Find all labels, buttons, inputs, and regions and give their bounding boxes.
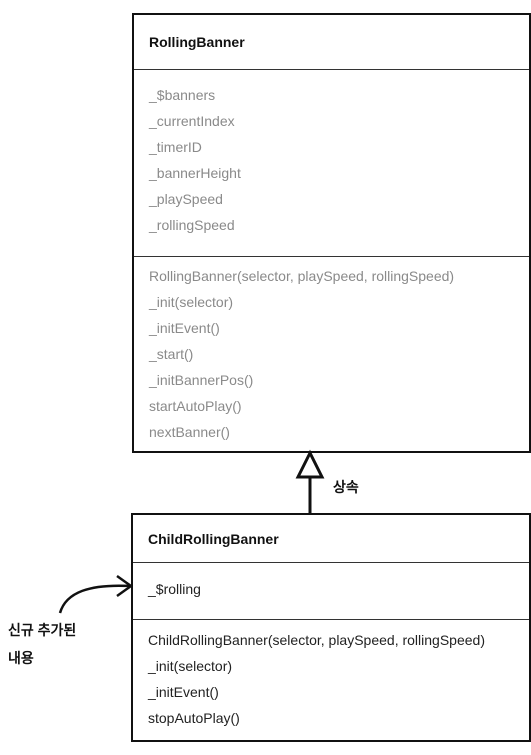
- operation: RollingBanner(selector, playSpeed, rolli…: [149, 268, 455, 284]
- class-name: RollingBanner: [134, 15, 529, 70]
- attribute: _timerID: [149, 139, 202, 155]
- inheritance-label: 상속: [333, 479, 359, 495]
- attributes-section: _$banners _currentIndex _timerID _banner…: [134, 70, 529, 257]
- annotation-label-line2: 내용: [8, 650, 34, 666]
- attribute: _rollingSpeed: [149, 217, 235, 233]
- annotation-arrowhead: [116, 574, 134, 598]
- annotation-arrow: [58, 584, 131, 614]
- operation: _init(selector): [149, 294, 234, 310]
- operation: ChildRollingBanner(selector, playSpeed, …: [148, 632, 485, 648]
- inheritance-arrowhead: [295, 449, 325, 479]
- class-box-childrollingbanner: ChildRollingBanner _$rolling ChildRollin…: [131, 513, 531, 742]
- operations-section: RollingBanner(selector, playSpeed, rolli…: [134, 257, 529, 445]
- operation: _initBannerPos(): [149, 372, 254, 388]
- class-box-rollingbanner: RollingBanner _$banners _currentIndex _t…: [132, 13, 531, 453]
- attribute: _bannerHeight: [149, 165, 241, 181]
- operation: _start(): [149, 346, 194, 362]
- class-name: ChildRollingBanner: [133, 515, 529, 563]
- operation: _initEvent(): [148, 684, 219, 700]
- attributes-section: _$rolling: [133, 563, 529, 620]
- attribute: _$banners: [149, 87, 216, 103]
- operation: stopAutoPlay(): [148, 710, 240, 726]
- attribute: _playSpeed: [149, 191, 223, 207]
- annotation-label-line1: 신규 추가된: [8, 622, 77, 638]
- attribute: _currentIndex: [149, 113, 235, 129]
- operation: nextBanner(): [149, 424, 230, 440]
- operations-section: ChildRollingBanner(selector, playSpeed, …: [133, 620, 529, 731]
- operation: _initEvent(): [149, 320, 220, 336]
- operation: startAutoPlay(): [149, 398, 242, 414]
- attribute: _$rolling: [148, 581, 201, 597]
- operation: _init(selector): [148, 658, 233, 674]
